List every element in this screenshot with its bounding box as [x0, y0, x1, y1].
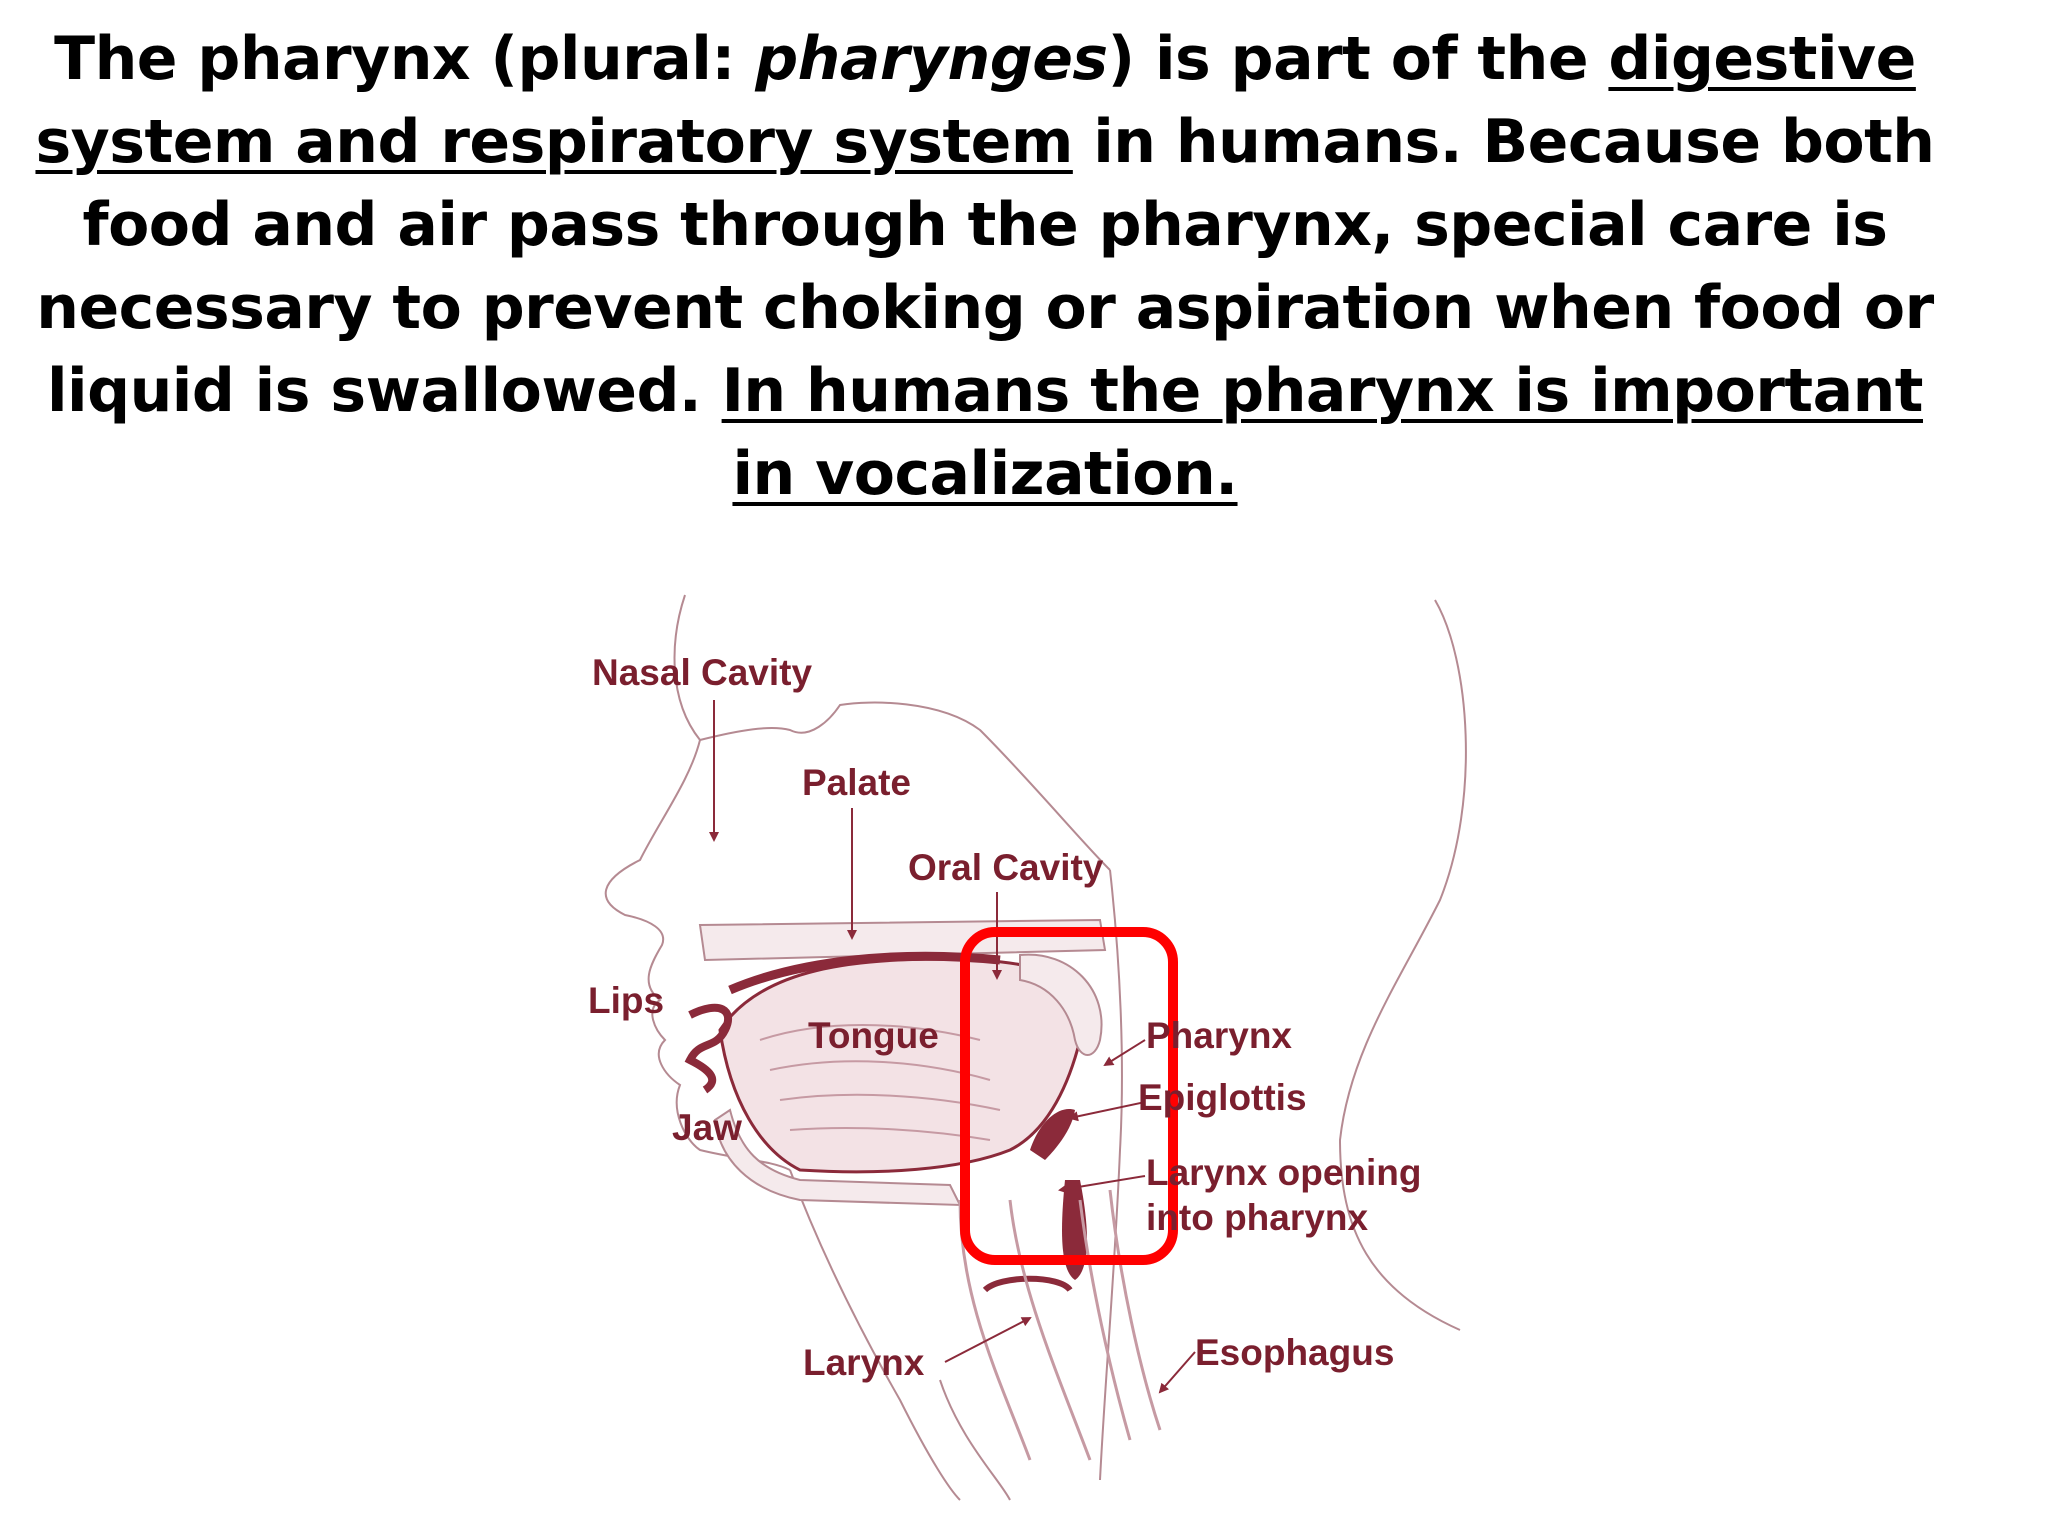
lips-shape: [684, 1003, 733, 1094]
paragraph-part-5: in humans. Because both food and air pas…: [36, 107, 1935, 426]
epiglottis-shape: [1030, 1109, 1075, 1160]
label-larynx-opening-line1: Larynx opening: [1146, 1152, 1421, 1193]
paragraph-part-3: ) is part of the: [1107, 24, 1609, 94]
paragraph-vocalization-underlined: In humans the pharynx is important in vo…: [721, 356, 1924, 509]
pointer-lines: [709, 700, 1196, 1394]
label-tongue: Tongue: [808, 1015, 939, 1056]
label-lips: Lips: [588, 980, 664, 1021]
larynx-esophagus-shapes: [958, 1180, 1162, 1461]
description-paragraph: The pharynx (plural: pharynges) is part …: [20, 18, 1950, 516]
label-nasal-cavity: Nasal Cavity: [592, 652, 812, 693]
label-pharynx: Pharynx: [1146, 1015, 1292, 1056]
anatomy-labels: Nasal Cavity Palate Oral Cavity Lips Ton…: [588, 652, 1421, 1383]
pharynx-highlight-box: [960, 927, 1178, 1265]
larynx-opening-pointer: [1058, 1175, 1146, 1194]
paragraph-systems-underlined: digestive system and respiratory system: [35, 24, 1916, 177]
uvula-shape: [1019, 953, 1103, 1056]
label-oral-cavity: Oral Cavity: [908, 847, 1104, 888]
label-jaw: Jaw: [672, 1107, 742, 1148]
jaw-shape: [713, 1108, 962, 1207]
pharynx-pointer: [1103, 1039, 1146, 1067]
larynx-pointer: [944, 1317, 1032, 1363]
paragraph-plural-term: pharynges: [755, 24, 1108, 94]
label-larynx-opening-line2: into pharynx: [1146, 1197, 1368, 1238]
esophagus-pointer: [1158, 1351, 1196, 1394]
label-palate: Palate: [802, 762, 911, 803]
label-esophagus: Esophagus: [1195, 1332, 1394, 1373]
label-larynx: Larynx: [803, 1342, 925, 1383]
label-epiglottis: Epiglottis: [1138, 1077, 1307, 1118]
paragraph-part-1: The pharynx (plural:: [54, 24, 756, 94]
head-outline: [604, 594, 1467, 1501]
tongue-shape: [718, 951, 1086, 1174]
epiglottis-pointer: [1068, 1101, 1146, 1122]
